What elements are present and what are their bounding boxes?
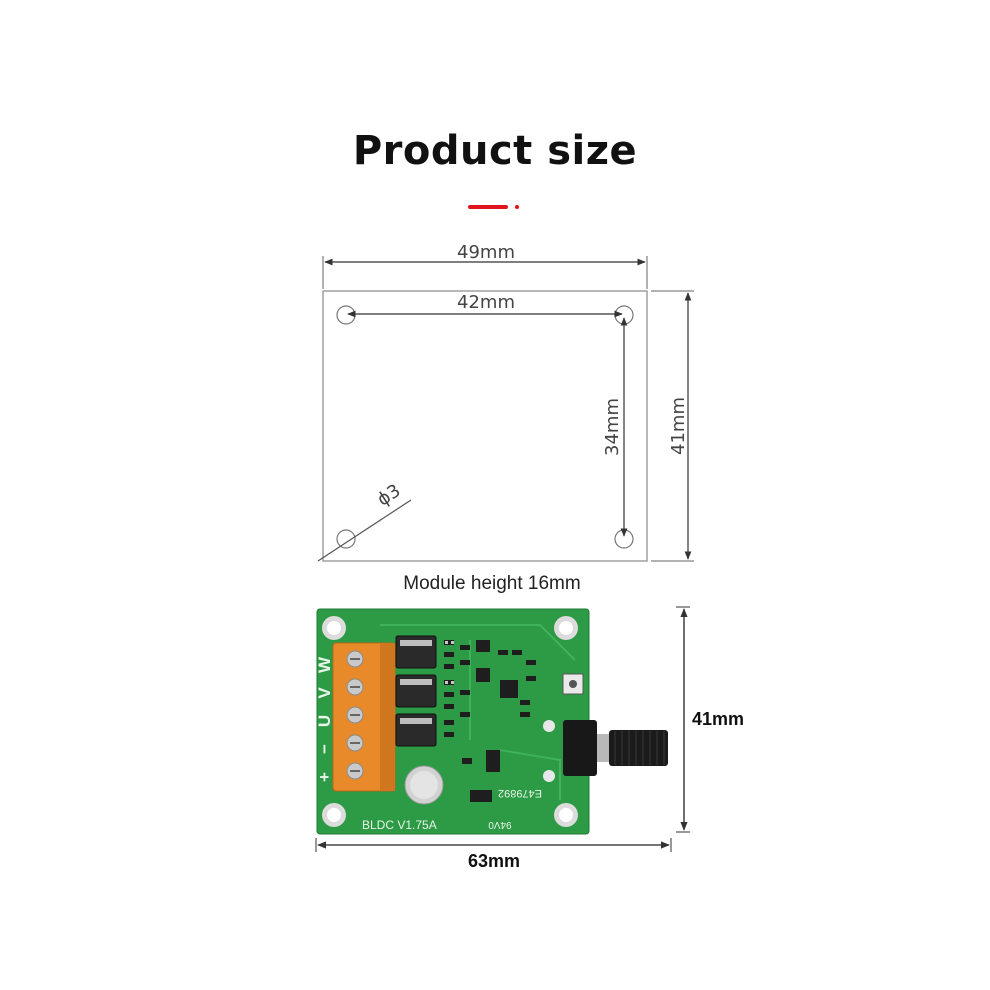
mosfet-row: [395, 635, 437, 747]
mounting-hole: [336, 305, 356, 325]
silkscreen-code: E479892: [498, 787, 542, 799]
board-illustration: + − U V W: [315, 608, 668, 835]
hole-spacing-label: 42mm: [457, 292, 515, 313]
potentiometer: [543, 720, 668, 782]
title-dot: [515, 205, 519, 209]
smd-components: [444, 640, 536, 802]
title-underline: [468, 205, 508, 209]
height-dimension-label: 41mm: [668, 397, 689, 455]
hole-diameter-leader: [317, 499, 412, 562]
terminal-label: −: [315, 744, 334, 754]
potentiometer-knob: [609, 730, 668, 766]
mounting-hole: [336, 529, 356, 549]
corner-holes: [322, 616, 578, 827]
terminal-block: [332, 642, 396, 792]
module-height-caption: Module height 16mm: [403, 573, 580, 594]
silkscreen-model: BLDC V1.75A: [362, 818, 437, 832]
vertical-hole-label: 34mm: [602, 398, 623, 456]
board-outline: [322, 290, 648, 562]
width-dimension-label: 49mm: [457, 242, 515, 263]
board-height-label: 41mm: [692, 709, 744, 729]
terminal-label: U: [315, 715, 334, 727]
terminal-label: +: [315, 772, 334, 782]
terminal-labels: + − U V W: [315, 656, 334, 782]
board-dimensions: 41mm 63mm: [315, 606, 744, 871]
page-title: Product size: [352, 128, 638, 174]
silkscreen-rating: 94V0: [488, 819, 512, 830]
hole-diameter-label: ϕ3: [374, 480, 405, 510]
terminal-label: V: [315, 687, 334, 699]
terminal-label: W: [315, 656, 334, 673]
board-width-label: 63mm: [468, 851, 520, 871]
board-outline-drawing: 49mm 42mm 34mm 41mm ϕ3: [317, 242, 694, 562]
